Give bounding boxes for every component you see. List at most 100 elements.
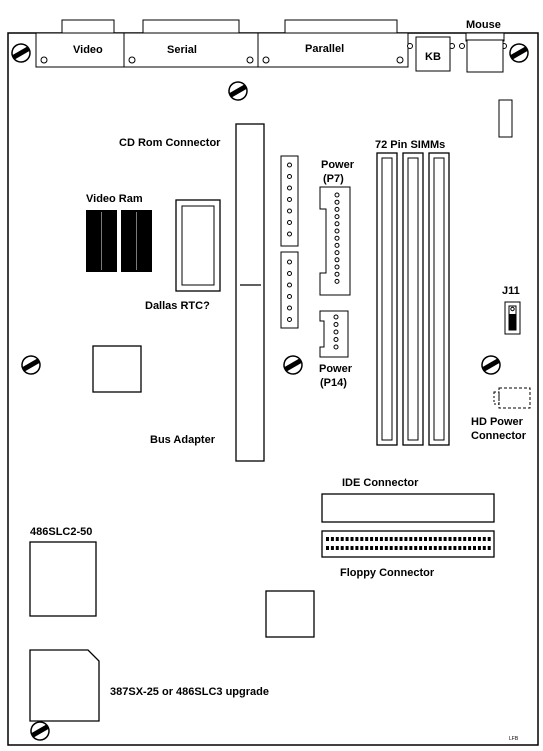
- floppy-pin: [414, 546, 418, 550]
- pin-header-upper: [280, 155, 299, 247]
- screw-hole-icon: [481, 355, 501, 375]
- floppy-pin: [370, 546, 374, 550]
- floppy-pin: [458, 546, 462, 550]
- video-port-label: Video: [73, 44, 103, 56]
- floppy-pin: [404, 546, 408, 550]
- hd-power-connector: [493, 387, 531, 409]
- floppy-pin: [468, 546, 472, 550]
- floppy-pin: [487, 537, 491, 541]
- screw-hole-icon: [228, 81, 248, 101]
- floppy-pin: [330, 546, 334, 550]
- screw-hole-icon: [509, 43, 529, 63]
- hd-power-label-2: Connector: [471, 430, 527, 442]
- floppy-pin: [409, 537, 413, 541]
- connector-pin: [334, 271, 340, 277]
- connector-pin: [333, 337, 339, 342]
- floppy-pin: [355, 537, 359, 541]
- floppy-pin: [379, 537, 383, 541]
- floppy-connector: [321, 530, 495, 558]
- power-p7-connector: [319, 186, 351, 296]
- floppy-pin: [419, 546, 423, 550]
- floppy-pin: [345, 546, 349, 550]
- ide-connector: [321, 493, 495, 523]
- connector-pin: [334, 257, 340, 263]
- chip-square-left: [92, 345, 142, 393]
- cpu-chip: [29, 541, 97, 617]
- connector-pin: [333, 314, 339, 320]
- connector-pin: [333, 344, 339, 350]
- pin-header-lower: [280, 251, 299, 329]
- mouse-port: Mouse: [459, 19, 507, 73]
- floppy-pin: [424, 546, 427, 550]
- floppy-pin: [365, 546, 369, 550]
- video-port: Video: [35, 19, 139, 68]
- floppy-pin: [360, 537, 364, 541]
- floppy-connector-label: Floppy Connector: [340, 567, 435, 579]
- bus-adapter-slot: [235, 123, 265, 462]
- simm-slot: [428, 152, 450, 446]
- floppy-pin: [399, 537, 403, 541]
- cpu-label: 486SLC2-50: [30, 526, 92, 538]
- floppy-pin: [458, 537, 462, 541]
- floppy-pin: [404, 537, 408, 541]
- chip-square-bottom: [265, 590, 315, 638]
- connector-pin: [334, 228, 340, 234]
- floppy-pin: [399, 546, 403, 550]
- dallas-rtc-label: Dallas RTC?: [145, 300, 210, 312]
- screw-hole-icon: [11, 43, 31, 63]
- ide-connector-label: IDE Connector: [342, 477, 419, 489]
- simm-slot: [402, 152, 424, 446]
- floppy-pin: [438, 537, 442, 541]
- floppy-pin: [340, 546, 344, 550]
- connector-pin: [333, 322, 339, 327]
- connector-pin: [287, 197, 292, 202]
- connector-pin: [287, 185, 292, 191]
- mouse-port-label: Mouse: [466, 19, 501, 31]
- floppy-pin: [389, 546, 393, 550]
- floppy-pin: [414, 537, 418, 541]
- dallas-rtc-chip: [175, 199, 221, 292]
- floppy-pin: [438, 546, 442, 550]
- connector-pin: [287, 259, 292, 265]
- floppy-pin: [433, 546, 437, 550]
- floppy-pin: [443, 537, 447, 541]
- video-ram-chips: [86, 210, 152, 272]
- hd-power-label: HD Power: [471, 416, 524, 428]
- floppy-pin: [473, 537, 476, 541]
- floppy-pin: [409, 546, 413, 550]
- power-p14-id: (P14): [320, 377, 347, 389]
- floppy-pin: [443, 546, 447, 550]
- author-initials: LFB: [509, 736, 519, 742]
- mounting-holes: [11, 43, 529, 741]
- power-p7-id: (P7): [323, 173, 344, 185]
- simm-slots: [376, 152, 450, 446]
- floppy-pin: [428, 546, 432, 550]
- component-top-right: [498, 99, 513, 138]
- connector-pin: [333, 329, 339, 335]
- floppy-pin: [453, 546, 457, 550]
- keyboard-port-label: KB: [425, 51, 441, 63]
- floppy-pin: [345, 537, 349, 541]
- connector-pin: [334, 192, 340, 198]
- floppy-pin: [335, 537, 339, 541]
- floppy-pin: [394, 537, 398, 541]
- j11-jumper: [504, 301, 521, 335]
- serial-port: Serial: [123, 19, 259, 68]
- connector-pin: [334, 278, 340, 284]
- floppy-pin: [365, 537, 369, 541]
- connector-pin: [287, 231, 292, 237]
- cd-rom-connector-label: CD Rom Connector: [119, 137, 221, 149]
- connector-pin: [334, 214, 340, 220]
- floppy-pin: [384, 537, 388, 541]
- bus-adapter-label: Bus Adapter: [150, 434, 216, 446]
- floppy-pin: [463, 537, 467, 541]
- connector-pin: [334, 250, 340, 256]
- floppy-pin: [419, 537, 423, 541]
- serial-port-label: Serial: [167, 44, 197, 56]
- connector-pin: [287, 208, 292, 214]
- parallel-port: Parallel: [257, 19, 409, 68]
- connector-pin: [334, 264, 340, 270]
- board-outline: [7, 32, 539, 746]
- j11-label: J11: [502, 285, 520, 297]
